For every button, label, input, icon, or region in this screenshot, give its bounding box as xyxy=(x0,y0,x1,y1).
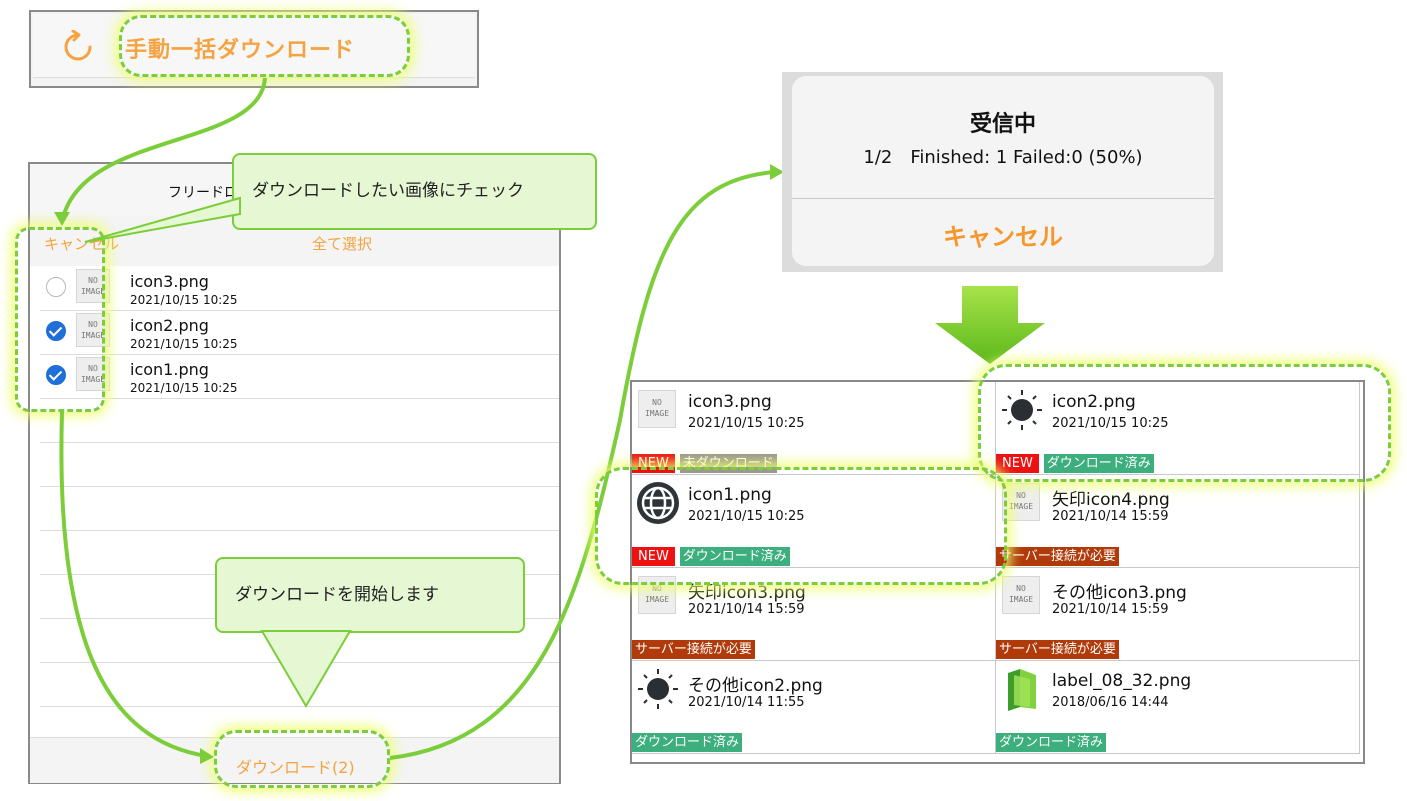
flow-arrow xyxy=(59,411,207,758)
globe-icon xyxy=(637,482,679,524)
flow-arrow xyxy=(389,170,776,760)
file-name: icon2.png xyxy=(1052,392,1136,412)
callout-check-images: ダウンロードしたい画像にチェック xyxy=(232,153,597,230)
new-badge: NEW xyxy=(632,547,675,566)
new-badge: NEW xyxy=(996,454,1039,473)
select-all-button[interactable]: 全て選択 xyxy=(312,235,373,253)
list-item[interactable]: NO IMAGE icon1.png 2021/10/15 10:25 xyxy=(40,354,559,399)
file-date: 2021/10/14 15:59 xyxy=(688,602,805,617)
file-date: 2021/10/14 11:55 xyxy=(688,695,805,710)
file-date: 2021/10/14 15:59 xyxy=(1052,509,1169,524)
file-date: 2021/10/15 10:25 xyxy=(130,337,238,351)
list-item[interactable]: NO IMAGE icon3.png 2021/10/15 10:25 xyxy=(40,266,559,311)
cancel-download-button[interactable]: キャンセル xyxy=(943,223,1063,251)
divider xyxy=(40,706,559,707)
checkbox-checked[interactable] xyxy=(46,365,66,385)
status-badge: サーバー接続が必要 xyxy=(996,640,1119,659)
grid-cell[interactable]: その他icon2.png 2021/10/14 11:55 ダウンロード済み xyxy=(632,661,996,754)
checkbox-highlight xyxy=(15,227,105,412)
download-button[interactable]: ダウンロード(2) xyxy=(236,758,355,777)
arrow-head xyxy=(200,748,214,764)
file-date: 2018/06/16 14:44 xyxy=(1052,695,1169,710)
divider xyxy=(40,530,559,531)
file-date: 2021/10/15 10:25 xyxy=(130,293,238,307)
callout-pointer xyxy=(84,196,241,243)
downloaded-highlight xyxy=(595,467,1007,585)
panel-title: フリードロ xyxy=(168,185,238,201)
refresh-icon[interactable] xyxy=(61,30,95,64)
bulk-download-button[interactable]: 手動一括ダウンロード xyxy=(125,38,356,63)
file-name: icon3.png xyxy=(130,272,209,291)
file-name: icon3.png xyxy=(688,392,772,412)
flow-arrow xyxy=(60,77,267,223)
file-name: 矢印icon3.png xyxy=(688,583,806,603)
divider xyxy=(40,442,559,443)
progress-dialog: 受信中 1/2 Finished: 1 Failed:0 (50%) キャンセル xyxy=(792,76,1214,266)
down-arrow xyxy=(935,286,1045,364)
divider xyxy=(792,198,1214,199)
divider xyxy=(40,486,559,487)
progress-text: 1/2 Finished: 1 Failed:0 (50%) xyxy=(863,147,1143,168)
file-name: その他icon3.png xyxy=(1052,583,1187,603)
callout-text: ダウンロードを開始します xyxy=(235,585,439,605)
callout-text: ダウンロードしたい画像にチェック xyxy=(252,181,524,201)
file-name: icon1.png xyxy=(688,485,772,505)
checkbox-checked[interactable] xyxy=(46,321,66,341)
file-date: 2021/10/15 10:25 xyxy=(688,416,805,431)
status-badge: ダウンロード済み xyxy=(632,733,743,752)
status-badge: サーバー接続が必要 xyxy=(996,547,1119,566)
callout-pointer xyxy=(260,630,352,708)
status-badge: サーバー接続が必要 xyxy=(632,640,755,659)
bulk-download-highlight xyxy=(119,15,410,77)
status-badge: ダウンロード済み xyxy=(679,547,790,566)
panel-footer: ダウンロード(2) xyxy=(30,737,559,783)
file-date: 2021/10/14 15:59 xyxy=(1052,602,1169,617)
status-badge: ダウンロード済み xyxy=(1043,454,1154,473)
arrow-head xyxy=(770,164,784,180)
download-button-highlight xyxy=(214,730,390,788)
file-date: 2021/10/15 10:25 xyxy=(130,381,238,395)
sun-icon xyxy=(1002,390,1042,430)
folder-icon xyxy=(1008,669,1036,711)
dialog-title: 受信中 xyxy=(969,112,1036,137)
callout-start-download: ダウンロードを開始します xyxy=(215,557,525,633)
file-date: 2021/10/15 10:25 xyxy=(688,509,805,524)
downloaded-highlight xyxy=(978,364,1391,482)
status-badge: ダウンロード済み xyxy=(996,733,1107,752)
grid-cell[interactable]: label_08_32.png 2018/06/16 14:44 ダウンロード済… xyxy=(996,661,1360,754)
file-name: 矢印icon4.png xyxy=(1052,490,1170,510)
file-name: その他icon2.png xyxy=(688,676,823,696)
arrow-head xyxy=(54,212,70,226)
file-name: label_08_32.png xyxy=(1052,671,1192,691)
file-name: icon1.png xyxy=(130,360,209,379)
sun-icon xyxy=(638,669,678,709)
file-date: 2021/10/15 10:25 xyxy=(1052,416,1169,431)
file-name: icon2.png xyxy=(130,316,209,335)
checkbox-unchecked[interactable] xyxy=(46,277,66,297)
